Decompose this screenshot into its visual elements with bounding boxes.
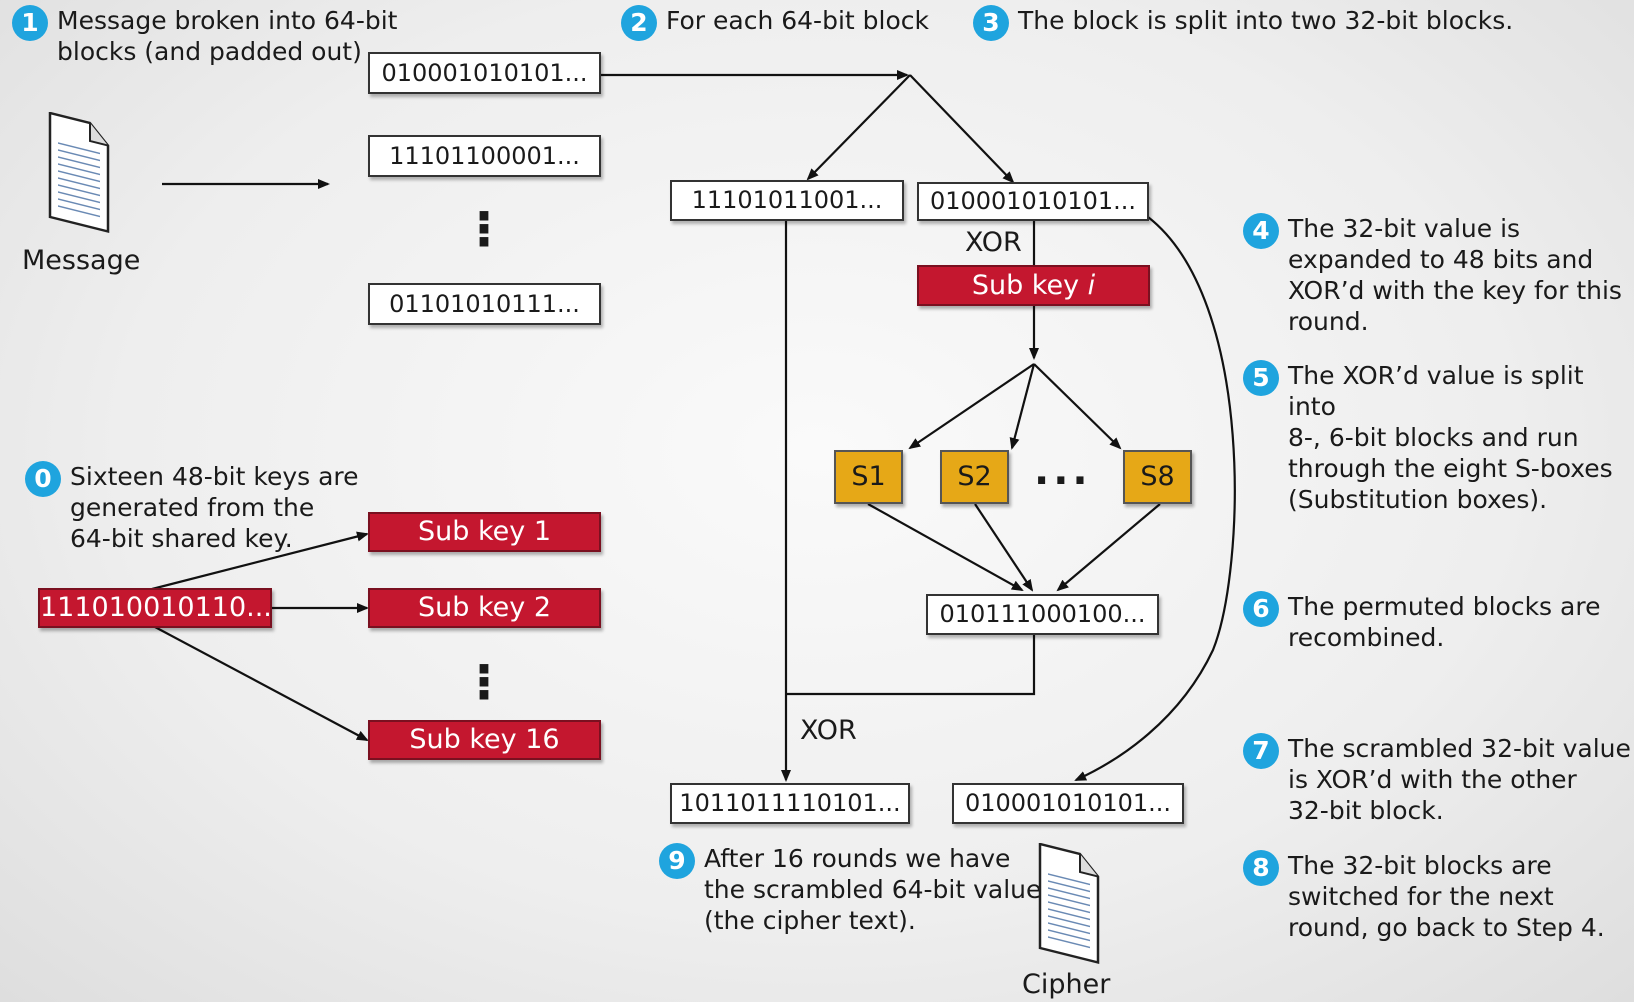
step-0-badge: 0 — [25, 461, 61, 497]
step-0-text: Sixteen 48-bit keys are generated from t… — [70, 462, 359, 553]
step-5-text: The XOR’d value is split into 8-, 6-bit … — [1288, 361, 1613, 514]
sbox-ellipsis: ... — [1034, 448, 1092, 494]
step-5: 5 The XOR’d value is split into 8-, 6-bi… — [1243, 360, 1634, 515]
step-3-text: The block is split into two 32-bit block… — [1018, 6, 1514, 35]
step-7: 7 The scrambled 32-bit value is XOR’d wi… — [1243, 733, 1631, 826]
message-block-2: 11101100001... — [368, 135, 601, 177]
step-1-text: Message broken into 64-bit blocks (and p… — [57, 6, 398, 66]
message-label: Message — [22, 245, 141, 276]
subkey-2-block: Sub key 2 — [368, 588, 601, 628]
subkey-i-prefix: Sub key — [971, 270, 1088, 301]
step-6-badge: 6 — [1243, 591, 1279, 627]
arrow-split-right — [909, 74, 1015, 184]
arrow-s2-recombined — [974, 503, 1034, 592]
cipher-label: Cipher — [1022, 969, 1111, 1000]
subkey-i-var: i — [1087, 270, 1096, 301]
step-4-text: The 32-bit value is expanded to 48 bits … — [1288, 214, 1622, 336]
xor-label-bottom: XOR — [800, 715, 857, 746]
step-9-badge: 9 — [659, 843, 695, 879]
step-2: 2 For each 64-bit block — [621, 5, 929, 41]
line-recombined-to-xor — [786, 631, 1036, 696]
sbox-s8: S8 — [1123, 450, 1192, 504]
step-1-badge: 1 — [12, 5, 48, 41]
step-9: 9 After 16 rounds we have the scrambled … — [659, 843, 1041, 936]
step-0: 0 Sixteen 48-bit keys are generated from… — [25, 461, 359, 554]
arrow-s1-recombined — [867, 503, 1024, 591]
step-8: 8 The 32-bit blocks are switched for the… — [1243, 850, 1605, 943]
message-block-1: 010001010101... — [368, 52, 601, 94]
message-block-3: 01101010111... — [368, 283, 601, 325]
message-document-icon — [48, 112, 110, 234]
step-8-badge: 8 — [1243, 850, 1279, 886]
arrow-right-swap-curve — [1074, 216, 1236, 782]
step-4: 4 The 32-bit value is expanded to 48 bit… — [1243, 213, 1622, 337]
arrow-split-left — [806, 74, 911, 181]
arrow-shared-subkey16 — [154, 626, 369, 741]
output-right-block: 010001010101... — [952, 783, 1184, 824]
step-6-text: The permuted blocks are recombined. — [1288, 592, 1601, 652]
subkey-i-block: Sub key i — [917, 265, 1150, 306]
left-half-block: 11101011001... — [670, 180, 904, 221]
step-9-text: After 16 rounds we have the scrambled 64… — [704, 844, 1042, 935]
cipher-document-icon — [1038, 843, 1100, 965]
subkey-16-block: Sub key 16 — [368, 720, 601, 760]
step-3-badge: 3 — [973, 5, 1009, 41]
step-2-text: For each 64-bit block — [666, 6, 929, 35]
sbox-s2: S2 — [940, 450, 1009, 504]
arrow-fork-s1 — [908, 363, 1035, 450]
step-5-badge: 5 — [1243, 360, 1279, 396]
arrow-fork-s8 — [1033, 363, 1122, 450]
step-8-text: The 32-bit blocks are switched for the n… — [1288, 851, 1605, 942]
step-6: 6 The permuted blocks are recombined. — [1243, 591, 1600, 653]
xor-label-top: XOR — [965, 227, 1022, 258]
step-7-badge: 7 — [1243, 733, 1279, 769]
right-half-block: 010001010101... — [917, 182, 1149, 221]
step-7-text: The scrambled 32-bit value is XOR’d with… — [1288, 734, 1631, 825]
step-3: 3 The block is split into two 32-bit blo… — [973, 5, 1513, 41]
sbox-s1: S1 — [834, 450, 903, 504]
arrow-s8-recombined — [1056, 503, 1161, 592]
step-2-badge: 2 — [621, 5, 657, 41]
subkeys-ellipsis: ··· — [474, 640, 494, 724]
arrow-fork-s2 — [1009, 363, 1036, 450]
message-blocks-ellipsis: ··· — [474, 187, 494, 271]
output-left-block: 1011011110101... — [670, 783, 910, 824]
step-1: 1 Message broken into 64-bit blocks (and… — [12, 5, 397, 67]
arrow-shared-subkey1 — [151, 531, 369, 591]
recombined-block: 010111000100... — [926, 594, 1159, 635]
subkey-1-block: Sub key 1 — [368, 512, 601, 552]
step-4-badge: 4 — [1243, 213, 1279, 249]
shared-key-block: 111010010110... — [38, 588, 272, 628]
